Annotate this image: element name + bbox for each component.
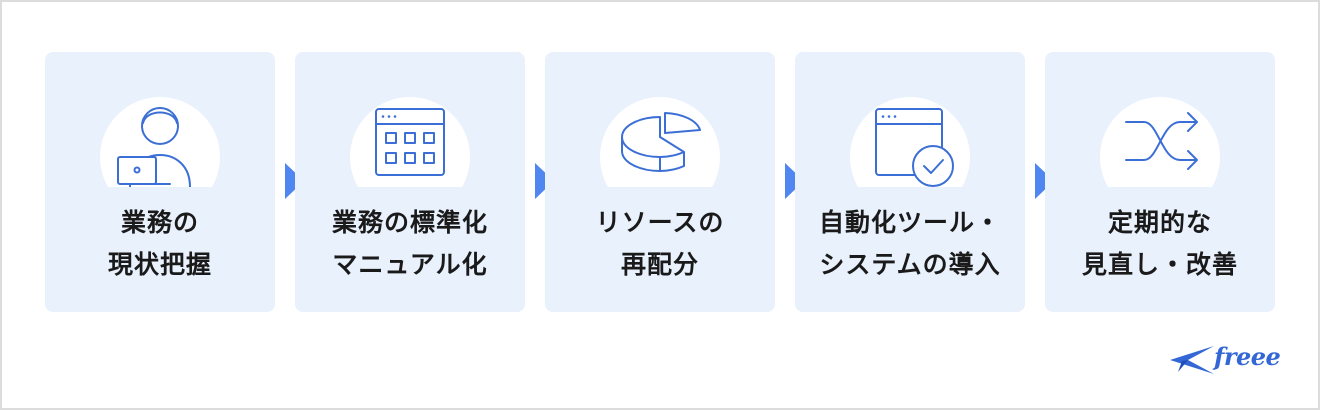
- step-label-3: リソースの 再配分: [595, 208, 725, 279]
- step-label-2: 業務の標準化 マニュアル化: [331, 208, 488, 279]
- window-check-icon: [850, 97, 970, 187]
- step-card-5: 定期的な 見直し・改善: [1045, 52, 1275, 312]
- step-label-4: 自動化ツール・ システムの導入: [818, 208, 1001, 279]
- step-label-5: 定期的な 見直し・改善: [1081, 208, 1238, 279]
- bird-logo-icon: [1170, 346, 1214, 374]
- freee-logo: freee: [1168, 342, 1298, 378]
- person-laptop-icon: [100, 97, 220, 187]
- pie-chart-icon: [600, 97, 720, 187]
- step-card-4: 自動化ツール・ システムの導入: [795, 52, 1025, 312]
- logo-text: freee: [1214, 342, 1281, 371]
- step-card-3: リソースの 再配分: [545, 52, 775, 312]
- shuffle-icon: [1100, 97, 1220, 187]
- step-card-1: 業務の 現状把握: [45, 52, 275, 312]
- grid-window-icon: [350, 97, 470, 187]
- step-label-1: 業務の 現状把握: [107, 208, 212, 279]
- step-card-2: 業務の標準化 マニュアル化: [295, 52, 525, 312]
